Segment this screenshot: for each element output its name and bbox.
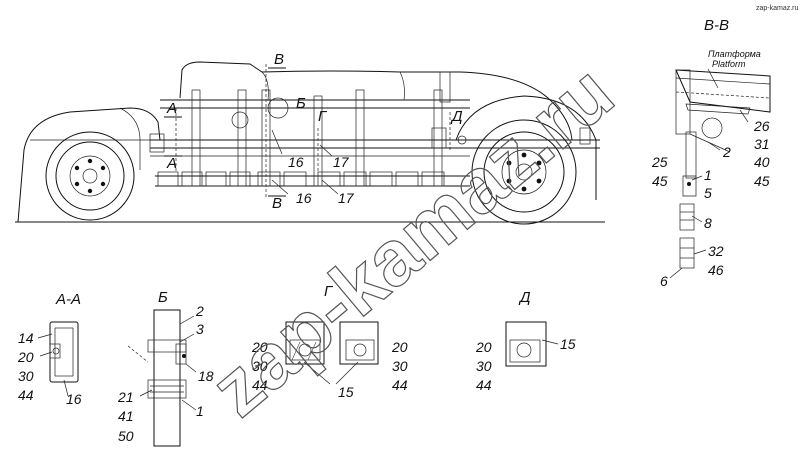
- callout-number: 44: [252, 377, 268, 393]
- callout-number: 2: [195, 303, 204, 319]
- view-marker-v-top: В: [274, 51, 284, 68]
- callout-number: 17: [333, 154, 350, 170]
- section-title-b: Б: [158, 289, 168, 306]
- view-marker-g: Г: [318, 108, 328, 125]
- callout-number: 44: [18, 387, 34, 403]
- callout-number: 17: [338, 190, 355, 206]
- frame-straps: [191, 71, 451, 187]
- view-marker-a-bottom: А: [166, 155, 177, 172]
- callout-number: 18: [198, 368, 214, 384]
- side-panel-row: [157, 171, 445, 187]
- callout-number: 5: [704, 185, 712, 201]
- section-title-d: Д: [518, 289, 531, 306]
- callout-number: 20: [17, 349, 34, 365]
- callout-number: 44: [392, 377, 408, 393]
- callout-number: 44: [476, 377, 492, 393]
- callout-number: 32: [708, 243, 724, 259]
- callout-number: 31: [754, 136, 770, 152]
- section-d: Д 20 30 44 15: [475, 289, 576, 393]
- view-marker-b: Б: [296, 95, 306, 112]
- section-title-vv: В-В: [704, 17, 729, 34]
- callout-number: 45: [754, 173, 770, 189]
- view-marker-a-top: А: [166, 100, 177, 117]
- platform-label-ru: Платформа: [708, 49, 761, 59]
- view-marker-v-bottom: В: [272, 195, 282, 212]
- callout-number: 16: [66, 391, 82, 407]
- truck-side-view: В А А Б Г Д В 16 17 16 17: [15, 51, 605, 225]
- watermark: zap-kamaz.ru: [194, 47, 630, 433]
- callout-number: 26: [753, 118, 770, 134]
- callout-number: 6: [660, 273, 668, 289]
- watermark-text: zap-kamaz.ru: [194, 48, 629, 433]
- callout-number: 15: [560, 336, 576, 352]
- callout-number: 50: [118, 428, 134, 444]
- callout-number: 3: [196, 321, 204, 337]
- callout-number: 14: [18, 330, 34, 346]
- callout-number: 1: [704, 167, 712, 183]
- callout-number: 46: [708, 262, 724, 278]
- view-marker-d: Д: [450, 108, 463, 125]
- callout-number: 30: [476, 358, 492, 374]
- platform-label-en: Platform: [712, 59, 746, 69]
- section-aa: А-А 14 20 30 44 16: [17, 291, 82, 407]
- section-title-g: Г: [324, 283, 334, 300]
- callout-number: 45: [652, 173, 668, 189]
- callout-number: 15: [338, 384, 354, 400]
- callout-number: 16: [296, 190, 312, 206]
- callout-number: 16: [288, 154, 304, 170]
- callout-number: 8: [704, 215, 712, 231]
- callout-number: 25: [651, 154, 668, 170]
- section-title-aa: А-А: [55, 291, 81, 308]
- callout-number: 30: [18, 368, 34, 384]
- section-g: Г 20 30 44 15 20 30 44: [251, 283, 408, 400]
- callout-number: 20: [475, 339, 492, 355]
- watermark-corner: zap-kamaz.ru: [756, 5, 799, 12]
- callout-number: 30: [252, 358, 268, 374]
- callout-number: 20: [251, 339, 268, 355]
- callout-number: 40: [754, 154, 770, 170]
- callout-number: 21: [117, 389, 134, 405]
- rear-wheel: [455, 95, 597, 225]
- callout-number: 20: [391, 339, 408, 355]
- callout-number: 30: [392, 358, 408, 374]
- section-b: Б 2 3 18 21 41 50 1: [117, 289, 214, 447]
- callout-number: 2: [722, 144, 731, 160]
- section-vv: В-В Платформа Platform 26 31 40 45 2: [651, 17, 771, 289]
- callout-number: 1: [196, 403, 204, 419]
- callout-number: 41: [118, 408, 134, 424]
- front-wheel: [45, 131, 135, 221]
